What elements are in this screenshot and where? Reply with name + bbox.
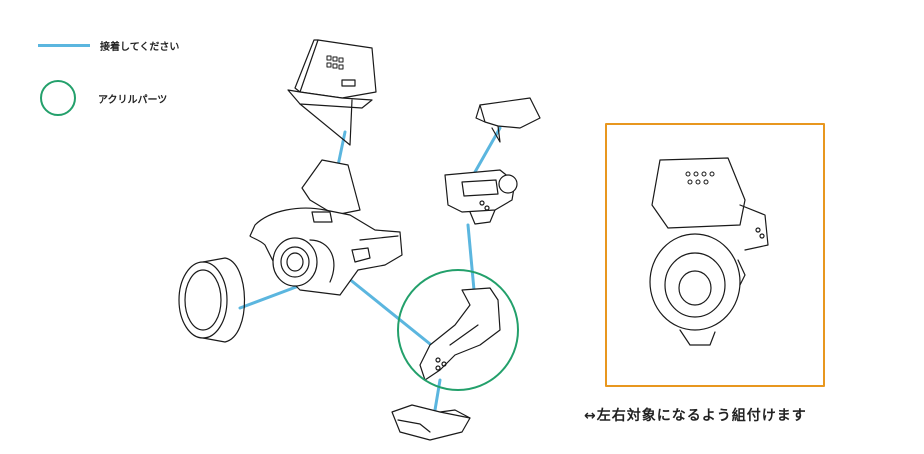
acrylic-bracket-part [419, 287, 501, 381]
acrylic-highlight-circle [397, 269, 519, 391]
assembled-preview-frame [605, 123, 825, 387]
assembly-caption: ↔左右対象になるよう組付けます [584, 408, 807, 424]
glue-line-hand [433, 378, 442, 412]
glue-legend-label: 接着してください [100, 42, 180, 53]
assembled-preview [649, 157, 769, 346]
top-mount-part [287, 39, 377, 146]
hand-part [391, 404, 471, 441]
lens-ring-part [178, 257, 246, 343]
glue-line-swatch [38, 44, 90, 47]
rear-cap-part [475, 97, 541, 143]
glue-line-bracket [346, 276, 442, 354]
glue-line-side-block [466, 223, 476, 292]
acrylic-circle-swatch [40, 80, 76, 116]
side-block-part [444, 169, 518, 225]
main-body-part [249, 159, 403, 296]
acrylic-legend-label: アクリルパーツ [98, 95, 168, 106]
